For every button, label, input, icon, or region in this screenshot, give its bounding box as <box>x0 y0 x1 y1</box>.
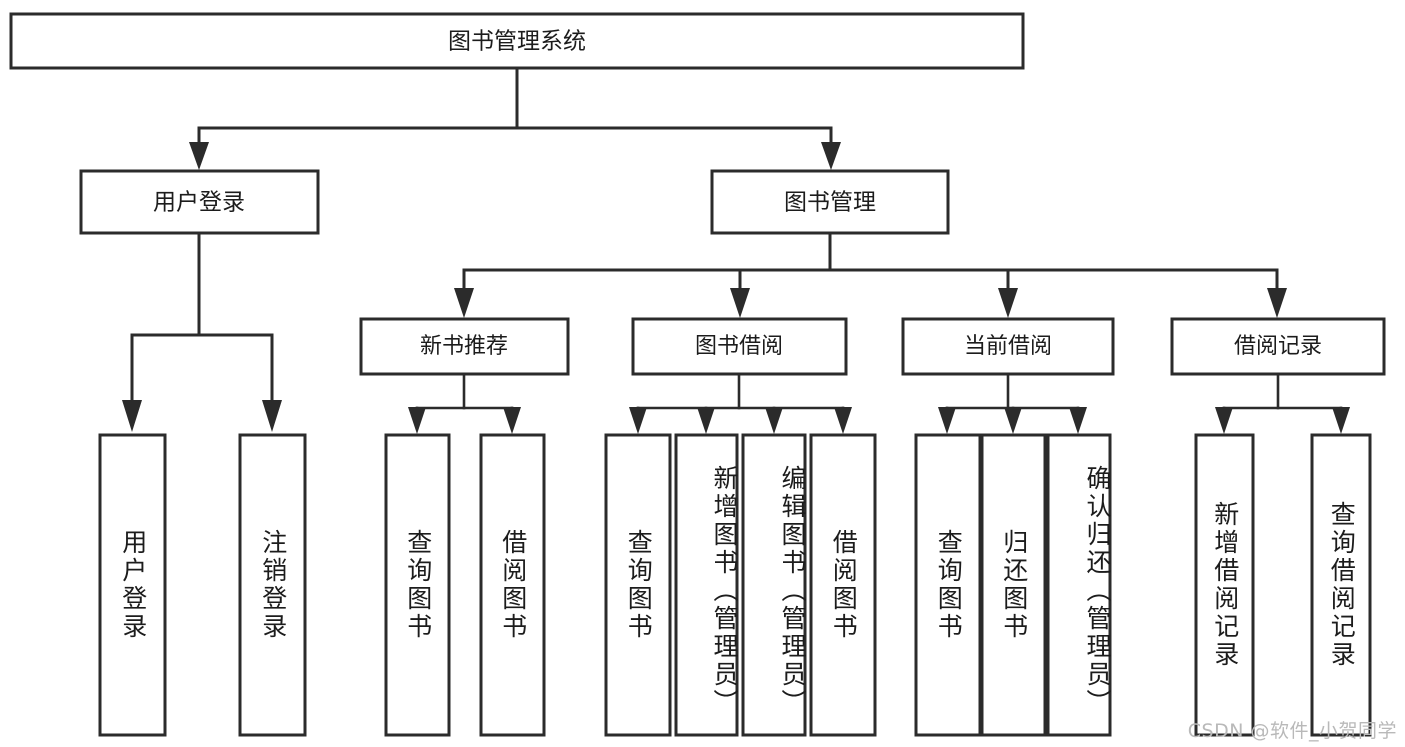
arrowhead-l3-1-leaf-0 <box>629 407 647 434</box>
arrowhead-root-to-user <box>189 142 209 170</box>
arrowhead-l3-3-leaf-0 <box>1215 407 1233 434</box>
level3-label-0: 新书推荐 <box>420 334 508 359</box>
arrowhead-l3-1-leaf-1 <box>697 407 715 434</box>
leaf-box-current-1[interactable] <box>980 433 1047 737</box>
arrowhead-l3-1-leaf-3 <box>834 407 852 434</box>
arrowhead-user-leaf-0 <box>122 400 142 432</box>
level3-box-0[interactable] <box>359 317 570 376</box>
csdn-watermark: CSDN @软件_小贺同学 <box>1187 720 1397 742</box>
root-box[interactable] <box>9 12 1025 70</box>
level2-box-1[interactable] <box>710 169 950 235</box>
arrowhead-l3-0-leaf-0 <box>408 407 426 434</box>
leaf-box-current-2[interactable] <box>1046 433 1112 737</box>
level2-label-0: 用户登录 <box>153 190 245 216</box>
leaf-box-borrow-2[interactable] <box>741 433 807 737</box>
arrowhead-book-l3-0 <box>454 288 474 318</box>
level3-box-1[interactable] <box>631 317 848 376</box>
node-level3-1[interactable]: 图书借阅 <box>631 317 848 376</box>
leaf-box-borrow-3[interactable] <box>809 433 877 737</box>
arrowhead-l3-3-leaf-1 <box>1332 407 1350 434</box>
leaf-box-record-1[interactable] <box>1310 433 1372 737</box>
arrowhead-root-to-book <box>821 142 841 170</box>
node-level3-0[interactable]: 新书推荐 <box>359 317 570 376</box>
leaf-box-borrow-0[interactable] <box>604 433 672 737</box>
level3-label-2: 当前借阅 <box>964 334 1052 359</box>
leaf-box-user-0[interactable] <box>98 433 167 737</box>
arrowhead-user-leaf-1 <box>262 400 282 432</box>
arrowhead-l3-2-leaf-0 <box>938 407 956 434</box>
node-root[interactable]: 图书管理系统 <box>9 12 1025 70</box>
level3-label-3: 借阅记录 <box>1234 334 1322 359</box>
level3-label-1: 图书借阅 <box>695 334 783 359</box>
level3-box-3[interactable] <box>1170 317 1386 376</box>
root-label: 图书管理系统 <box>448 29 586 55</box>
leaf-box-record-0[interactable] <box>1194 433 1255 737</box>
leaf-box-current-0[interactable] <box>914 433 982 737</box>
node-level3-3[interactable]: 借阅记录 <box>1170 317 1386 376</box>
level2-label-1: 图书管理 <box>784 190 876 216</box>
arrowhead-book-l3-2 <box>998 288 1018 318</box>
leaf-box-new-1[interactable] <box>479 433 546 737</box>
leaf-box-borrow-1[interactable] <box>674 433 739 737</box>
level3-box-2[interactable] <box>901 317 1115 376</box>
arrowhead-book-l3-1 <box>730 288 750 318</box>
leaf-box-new-0[interactable] <box>384 433 451 737</box>
leaf-box-user-1[interactable] <box>238 433 307 737</box>
node-level2-1[interactable]: 图书管理 <box>710 169 950 235</box>
node-level3-2[interactable]: 当前借阅 <box>901 317 1115 376</box>
arrowhead-book-l3-3 <box>1267 288 1287 318</box>
arrowhead-l3-2-leaf-1 <box>1004 407 1022 434</box>
arrowhead-l3-0-leaf-1 <box>503 407 521 434</box>
arrowhead-l3-2-leaf-2 <box>1069 407 1087 434</box>
node-level2-0[interactable]: 用户登录 <box>79 169 320 235</box>
arrowhead-l3-1-leaf-2 <box>765 407 783 434</box>
